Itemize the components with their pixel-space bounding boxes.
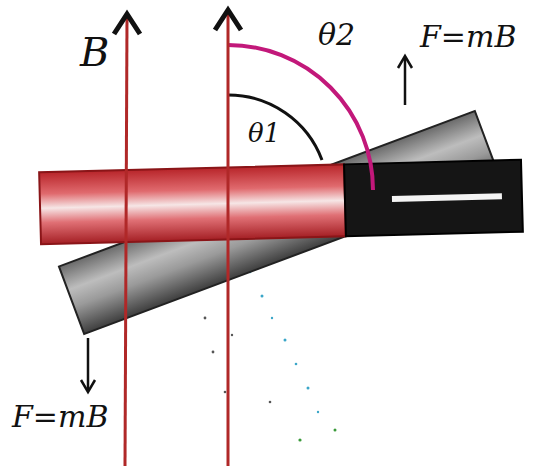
field-line [125,14,228,466]
force-label: F=mB [420,22,516,52]
force-label: F=mB [12,402,108,432]
field-symbol: B [80,32,109,72]
angle-arc [228,95,322,160]
bar-magnet [39,160,523,245]
angle-label: θ1 [248,120,280,146]
force-arrow [81,56,412,392]
arrow-head [114,10,241,34]
angle-label: θ2 [318,20,355,50]
angle-arc [228,45,373,190]
